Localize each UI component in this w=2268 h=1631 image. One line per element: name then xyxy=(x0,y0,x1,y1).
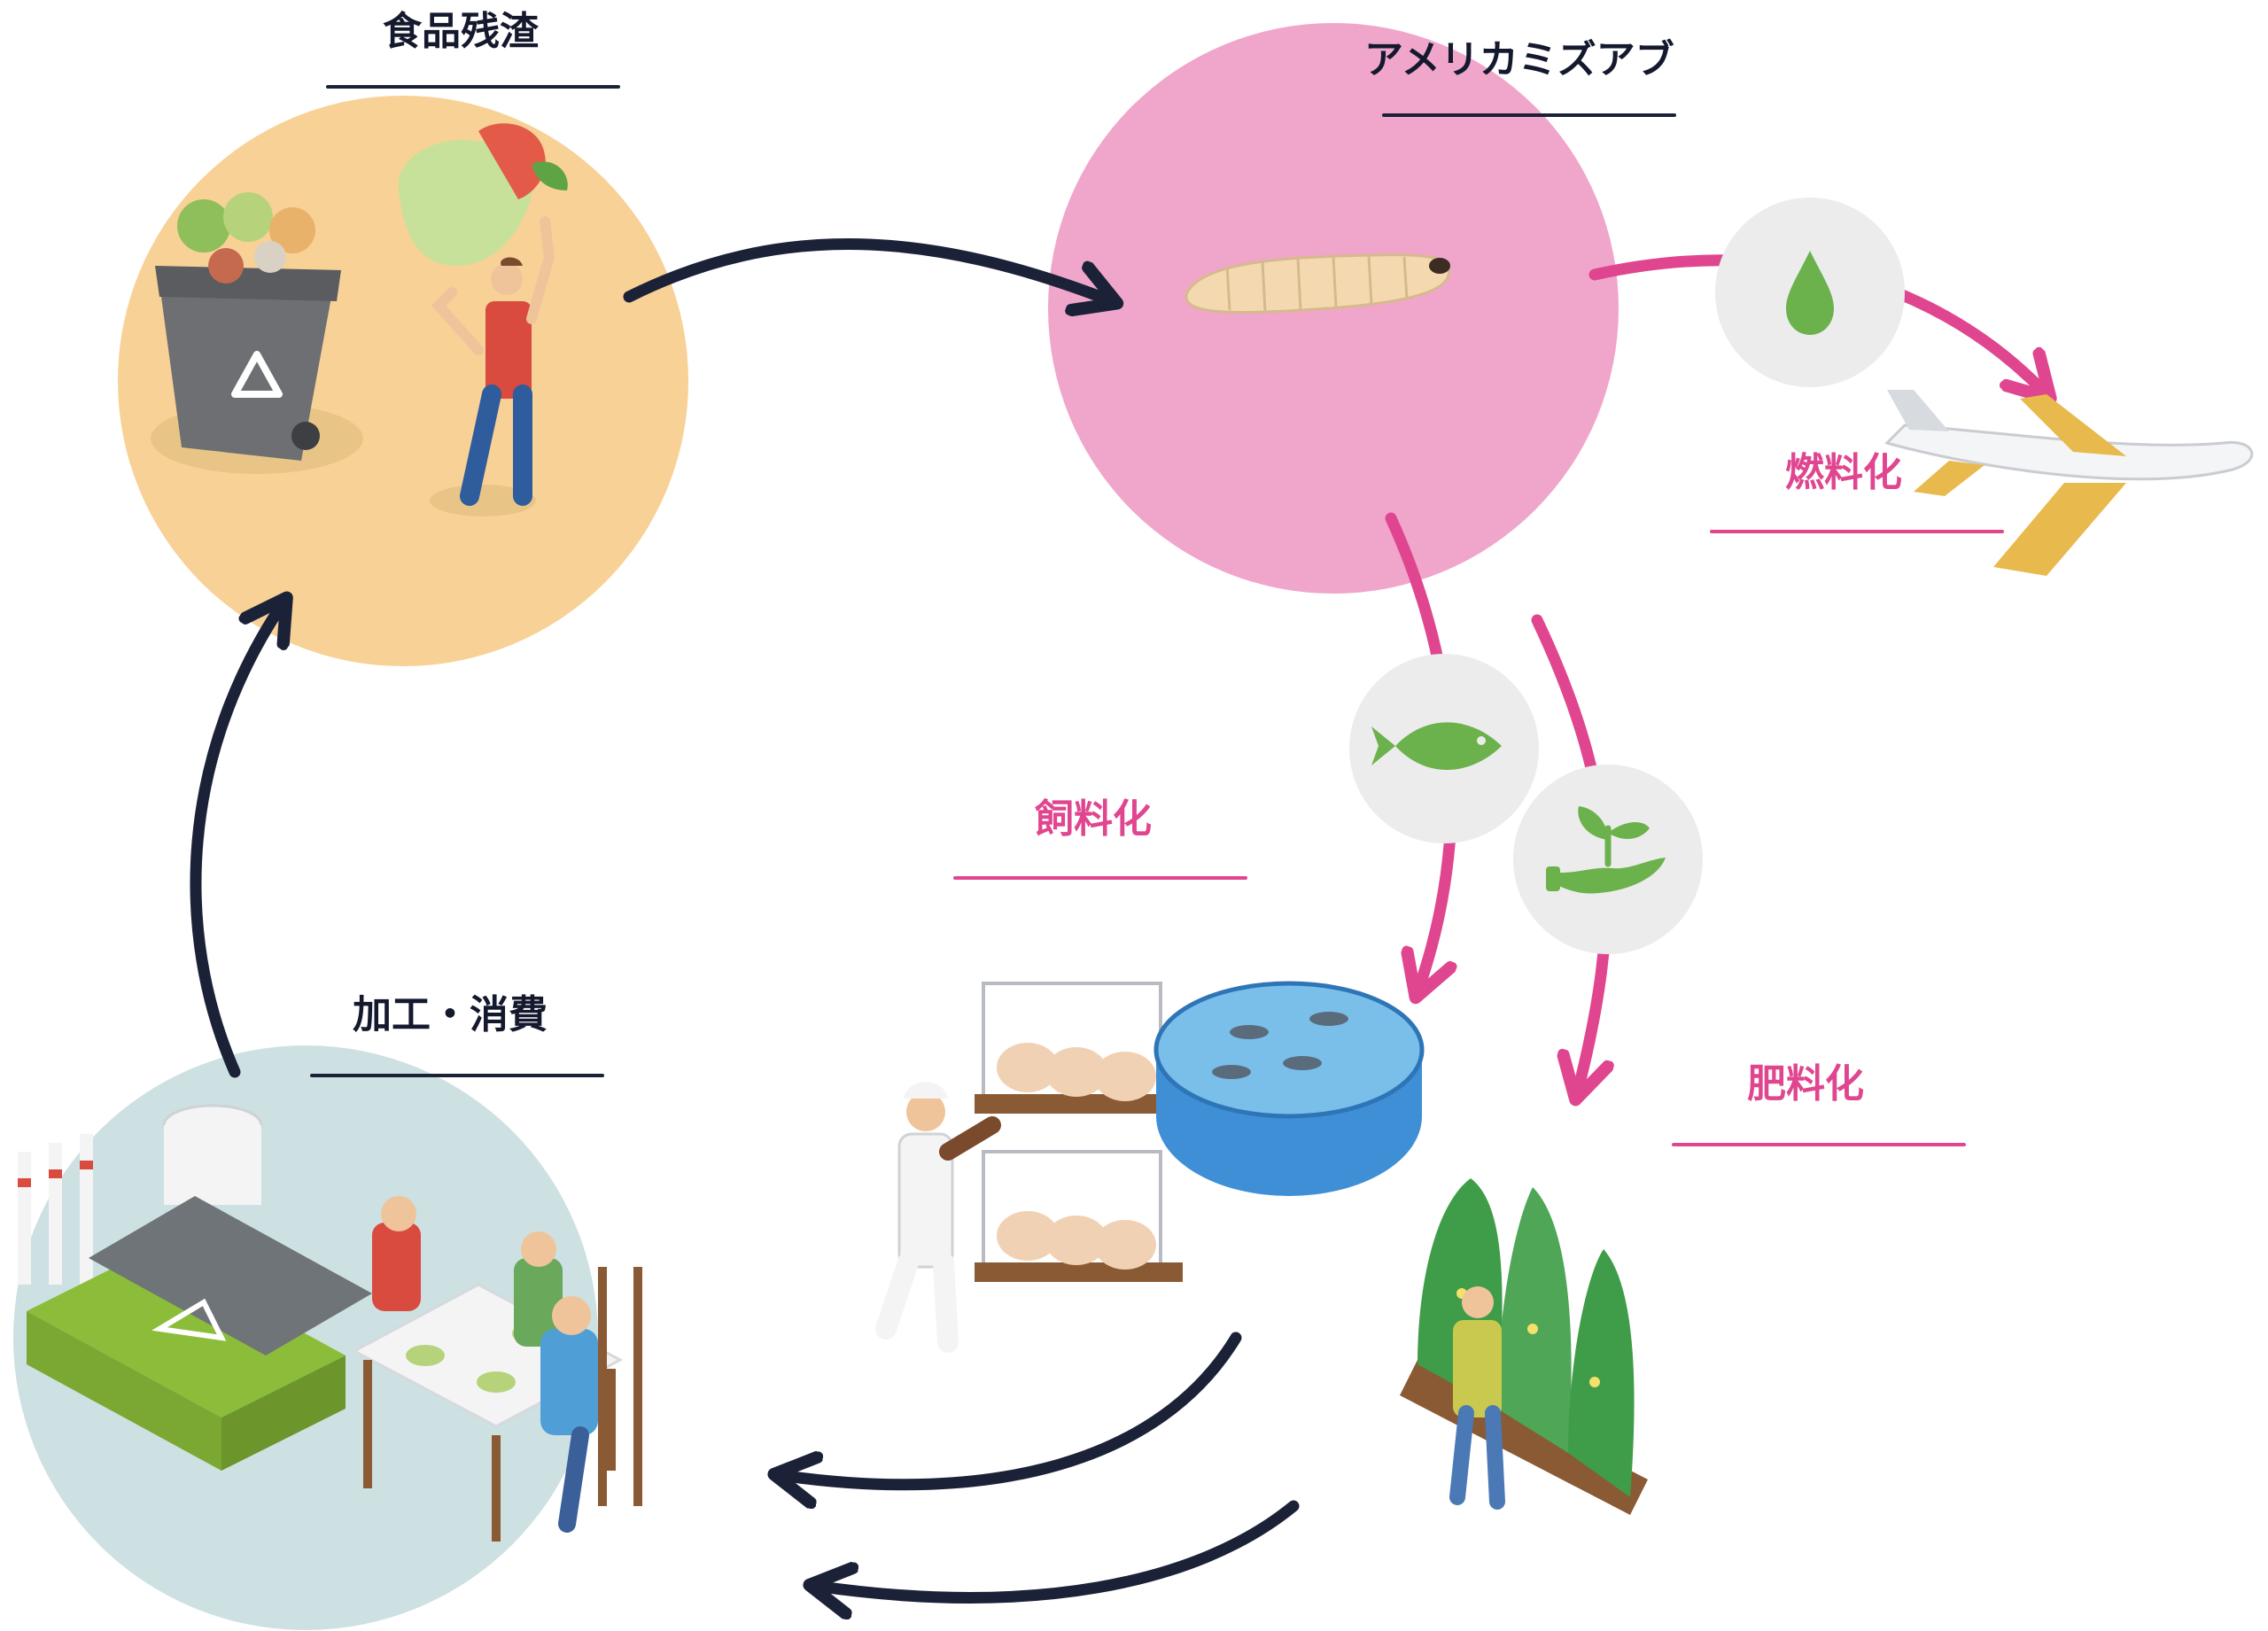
family-dining-illustration xyxy=(351,1196,642,1542)
oil-drop-icon xyxy=(1786,251,1834,335)
fertilizer-underline xyxy=(1672,1143,1966,1146)
larva-illustration xyxy=(1184,253,1450,315)
food-waste-label: 食品残渣 xyxy=(383,9,539,54)
factory-illustration xyxy=(18,1104,372,1471)
sprout-hand-icon xyxy=(1546,806,1666,894)
feed-underline xyxy=(953,876,1247,880)
arrow-consumption-to-waste xyxy=(190,602,284,1078)
processing-consumption-underline xyxy=(310,1074,604,1077)
poultry-farm-illustration xyxy=(875,982,1183,1353)
trash-bin-illustration xyxy=(151,192,363,474)
processing-consumption-label: 加工・消費 xyxy=(353,992,548,1037)
black-soldier-fly-label: アメリカミズアブ xyxy=(1364,37,1674,82)
fertilizer-label: 肥料化 xyxy=(1747,1061,1864,1107)
recycle-icon xyxy=(231,351,283,398)
fertilizer-icon-badge xyxy=(1513,765,1703,954)
black-soldier-fly-underline xyxy=(1382,113,1676,117)
fuel-underline xyxy=(1710,530,2004,533)
airplane-illustration xyxy=(1884,390,2254,576)
person-with-apple-illustration xyxy=(398,123,568,516)
greenhouse-plants-illustration xyxy=(1400,1178,1648,1515)
arrow-feed-to-consumption xyxy=(780,1332,1242,1485)
food-waste-underline xyxy=(326,85,620,89)
arrow-fertilizer-to-consumption xyxy=(815,1500,1300,1597)
fish-tank-illustration xyxy=(1153,981,1425,1196)
fuel-label: 燃料化 xyxy=(1785,450,1902,495)
feed-icon-badge xyxy=(1349,654,1539,843)
fuel-icon-badge xyxy=(1715,198,1905,387)
fish-icon xyxy=(1371,722,1502,771)
arrow-waste-to-fly xyxy=(623,238,1112,301)
feed-label: 飼料化 xyxy=(1035,796,1152,842)
